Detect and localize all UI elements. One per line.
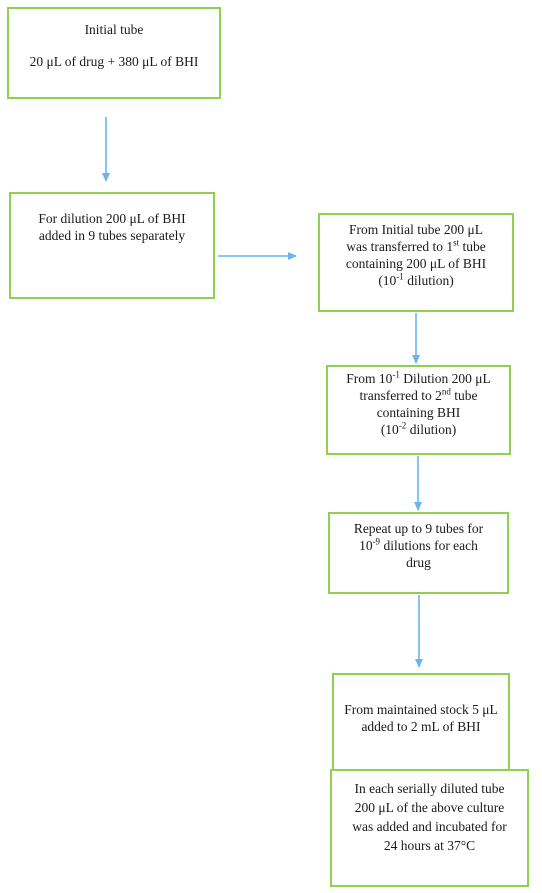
initial-tube-title: Initial tube	[84, 22, 144, 37]
dilution-setup-line-2: added in 9 tubes separately	[38, 228, 186, 243]
repeat-line-2: 10-9 dilutions for each	[359, 536, 478, 553]
repeat-line-3: drug	[406, 555, 431, 570]
second-dilution-box: From 10-1 Dilution 200 μL transferred to…	[326, 365, 511, 455]
incubation-line-1: In each serially diluted tube	[354, 781, 505, 796]
incubation-line-4: 24 hours at 37°C	[383, 838, 476, 853]
first-dilution-line-4: (10-1 dilution)	[378, 271, 454, 288]
repeat-dilution-box: Repeat up to 9 tubes for 10-9 dilutions …	[328, 512, 509, 594]
incubation-line-2: 200 μL of the above culture	[354, 800, 505, 815]
first-dilution-line-1: From Initial tube 200 μL	[349, 222, 483, 237]
repeat-line-1: Repeat up to 9 tubes for	[353, 521, 484, 536]
initial-tube-box: Initial tube 20 μL of drug + 380 μL of B…	[7, 7, 221, 99]
initial-tube-contents: 20 μL of drug + 380 μL of BHI	[29, 54, 199, 69]
second-dilution-line-4: (10-2 dilution)	[380, 420, 457, 437]
stock-culture-line-1: From maintained stock 5 μL	[344, 702, 498, 717]
incubation-line-3: was added and incubated for	[352, 819, 507, 834]
first-dilution-box: From Initial tube 200 μL was transferred…	[318, 213, 514, 312]
second-dilution-line-3: containing BHI	[376, 405, 461, 420]
first-dilution-line-2: was transferred to 1st tube	[346, 237, 486, 254]
dilution-setup-box: For dilution 200 μL of BHI added in 9 tu…	[9, 192, 215, 299]
incubation-box: In each serially diluted tube 200 μL of …	[330, 769, 529, 887]
second-dilution-line-1: From 10-1 Dilution 200 μL	[346, 369, 491, 386]
second-dilution-line-2: transferred to 2nd tube	[359, 386, 478, 403]
stock-culture-line-2: added to 2 mL of BHI	[361, 719, 481, 734]
stock-culture-box: From maintained stock 5 μL added to 2 mL…	[332, 673, 510, 773]
dilution-setup-line-1: For dilution 200 μL of BHI	[38, 211, 186, 226]
first-dilution-line-3: containing 200 μL of BHI	[345, 256, 487, 271]
